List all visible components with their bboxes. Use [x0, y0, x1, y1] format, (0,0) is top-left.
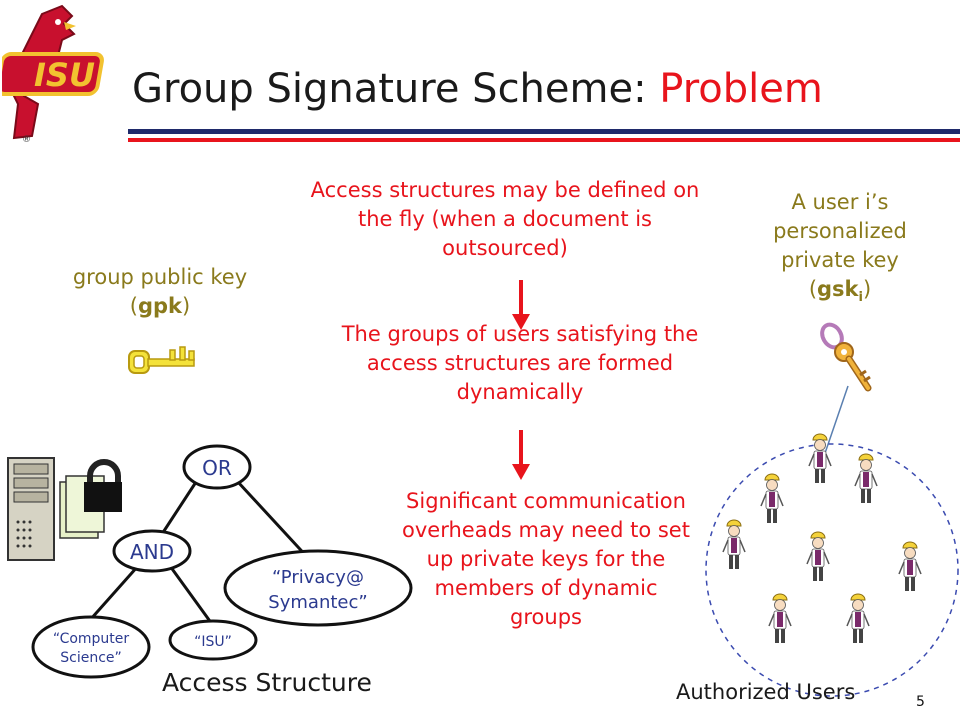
user-figure: [768, 593, 792, 643]
access-structure-label: Access Structure: [162, 668, 372, 697]
step3-text: Significant communication overheads may …: [402, 489, 690, 629]
step2-text: The groups of users satisfying the acces…: [341, 322, 699, 404]
gsk-abbr: gsk: [817, 277, 859, 301]
gsk-label: A user i’s personalized private key (gsk…: [740, 188, 940, 312]
gsk-line3: private key: [781, 248, 899, 272]
gpk-label: group public key (gpk): [50, 263, 270, 321]
user-figure: [854, 453, 878, 503]
node-isu-label: “ISU”: [194, 634, 232, 650]
svg-text:®: ®: [22, 135, 31, 144]
users-boundary: [705, 443, 959, 697]
slide-title: Group Signature Scheme: Problem: [132, 66, 823, 112]
gsk-line1: A user i’s: [791, 190, 889, 214]
user-figure: [806, 531, 830, 581]
arrow-down-icon: [512, 280, 530, 330]
user-figure: [722, 519, 746, 569]
gsk-line2: personalized: [773, 219, 907, 243]
user-figure: [846, 593, 870, 643]
server-with-documents-icon: [7, 457, 122, 561]
user-figure: [808, 433, 832, 483]
node-cs-label-2: Science”: [60, 650, 122, 666]
key-pointer-line: [821, 385, 849, 463]
user-figure: [760, 473, 784, 523]
node-privacy-label-1: “Privacy@: [272, 567, 364, 588]
node-isu: [168, 619, 258, 661]
node-cs-label-1: “Computer: [53, 631, 130, 647]
step1-text: Access structures may be defined on the …: [310, 178, 700, 260]
isu-logo: ISU ®: [2, 4, 104, 144]
user-figures: [722, 433, 922, 643]
users-label: Authorized Users: [676, 680, 856, 704]
node-and: [112, 529, 192, 573]
access-structure-tree: OR AND “Privacy@ Symantec” “Computer Sci…: [31, 444, 413, 679]
users-group-diagram: [705, 385, 959, 697]
gsk-line4: (gski): [808, 277, 872, 306]
gpk-key-icon: [128, 346, 195, 374]
node-privacy: [223, 549, 413, 627]
gpk-line1: group public key: [72, 265, 248, 289]
user-figure: [898, 541, 922, 591]
title-main: Group Signature Scheme:: [132, 66, 660, 112]
node-cs: [31, 615, 151, 679]
node-or-label: OR: [202, 456, 232, 480]
logo-text: ISU: [34, 56, 95, 94]
node-and-label: AND: [130, 540, 174, 564]
slide-number: 5: [916, 694, 925, 710]
gpk-abbr: gpk: [137, 294, 183, 318]
node-privacy-label-2: Symantec”: [268, 592, 367, 613]
gpk-line2: (gpk): [129, 294, 191, 318]
title-accent: Problem: [659, 66, 823, 112]
node-or: [182, 444, 252, 490]
title-rule-navy: [128, 129, 960, 134]
gsk-sub: i: [858, 290, 863, 306]
title-rule-red: [128, 138, 960, 142]
private-key-icon: [820, 322, 872, 392]
arrow-down-icon: [512, 430, 530, 480]
